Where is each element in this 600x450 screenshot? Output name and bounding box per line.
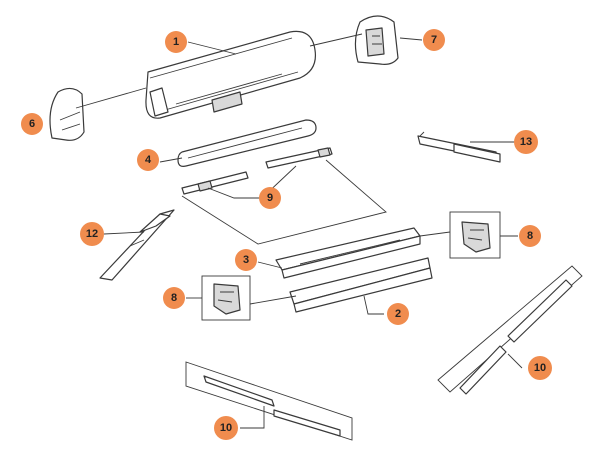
callout-10-left: 10 (214, 416, 238, 440)
svg-text:3: 3 (243, 254, 249, 266)
svg-text:2: 2 (395, 308, 401, 320)
svg-text:9: 9 (267, 192, 273, 204)
part-long-arm-right (437, 265, 583, 395)
svg-text:4: 4 (145, 154, 152, 166)
part-clamp-right (449, 211, 501, 259)
callout-13: 13 (514, 130, 538, 154)
part-upper-right-arm (417, 131, 501, 163)
callout-3: 3 (235, 249, 257, 271)
svg-text:6: 6 (29, 118, 35, 130)
part-cassette-housing (145, 30, 317, 119)
part-left-arm (99, 209, 175, 281)
callout-9: 9 (259, 187, 281, 209)
callout-1: 1 (165, 31, 187, 53)
callout-12: 12 (80, 222, 104, 246)
svg-text:8: 8 (527, 230, 533, 242)
part-long-arm-left (185, 361, 353, 441)
part-left-end-cap (49, 87, 85, 141)
svg-text:12: 12 (86, 228, 98, 240)
callout-6: 6 (21, 113, 43, 135)
callout-8-right: 8 (519, 225, 541, 247)
svg-text:10: 10 (534, 362, 546, 374)
callout-10-right: 10 (528, 356, 552, 380)
callout-7: 7 (423, 29, 445, 51)
part-clamp-left (201, 275, 251, 321)
callout-8-left: 8 (163, 287, 185, 309)
part-spring-axles (181, 147, 333, 195)
part-bottom-profile (289, 257, 433, 313)
callout-4: 4 (137, 149, 159, 171)
part-front-rail (275, 227, 421, 279)
svg-text:13: 13 (520, 136, 532, 148)
svg-text:7: 7 (431, 34, 437, 46)
fabric-outline (181, 159, 387, 245)
svg-text:10: 10 (220, 422, 232, 434)
svg-text:1: 1 (173, 36, 179, 48)
part-right-end-bracket (354, 15, 399, 65)
callout-2: 2 (387, 303, 409, 325)
part-roller-tube (177, 119, 317, 167)
svg-text:8: 8 (171, 292, 177, 304)
